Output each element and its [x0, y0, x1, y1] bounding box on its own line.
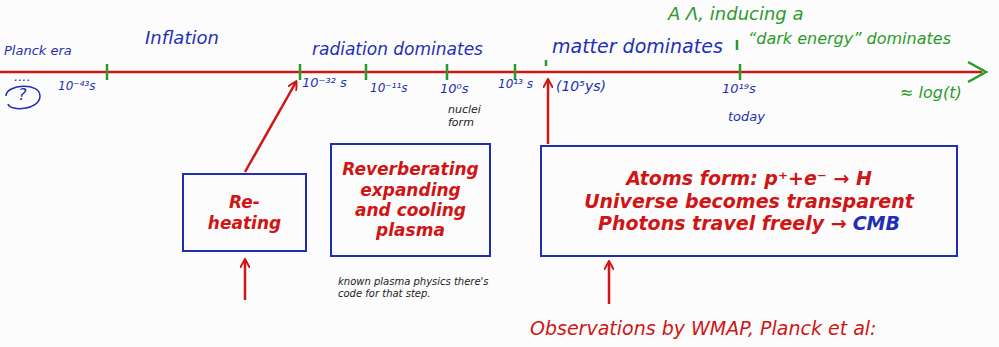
era-name: A Λ, inducing a	[668, 4, 804, 25]
box-text: Reverberating expanding and cooling plas…	[342, 159, 479, 241]
text-row: Photons travel freely → CMB	[598, 212, 900, 235]
text-box: Atoms form: p⁺+e⁻ → HUniverse becomes tr…	[540, 145, 958, 257]
ellipsis-mark: ....	[14, 70, 31, 85]
time-axis	[0, 71, 982, 74]
reheating-up-arrow	[244, 260, 247, 300]
text-box: Reverberating expanding and cooling plas…	[330, 143, 491, 257]
era-name: matter dominates	[552, 36, 723, 58]
box-text: Universe becomes transparent	[584, 190, 914, 213]
era-name: “dark energy” dominates	[748, 30, 951, 48]
axis-scale-note: ≈ log(t)	[900, 84, 962, 102]
era-name: Planck era	[4, 44, 72, 59]
time-value: 10⁻⁴³s	[58, 80, 95, 94]
reheating-pointer	[245, 82, 296, 172]
box-text: Photons travel freely →	[598, 212, 847, 235]
note-text: nuclei form	[448, 104, 496, 129]
observations-up-arrow	[608, 262, 611, 304]
caption-note: Observations by WMAP, Planck et al:	[530, 318, 877, 340]
time-value: 10⁰s	[440, 82, 469, 97]
time-value: 10¹⁹s	[722, 82, 756, 97]
note-text: known plasma physics there's code for th…	[338, 276, 513, 299]
unknown-mark: ?	[18, 86, 27, 104]
text-box: Re-heating	[182, 173, 307, 252]
time-value: 10¹³ s	[498, 78, 533, 92]
time-value: 10⁻³² s	[302, 76, 347, 91]
time-value: today	[728, 110, 765, 125]
axis-arrowhead	[968, 62, 986, 82]
box-text: Re-heating	[194, 192, 295, 233]
time-value: 10⁻¹¹s	[370, 82, 407, 96]
time-value: (10⁵ys)	[556, 78, 606, 94]
box-text: Atoms form: p⁺+e⁻ → H	[626, 167, 872, 190]
question-squiggle	[6, 86, 40, 108]
atoms-pointer	[547, 80, 550, 144]
box-text: CMB	[853, 212, 900, 235]
era-name: Inflation	[145, 28, 219, 49]
era-name: radiation dominates	[312, 40, 483, 60]
